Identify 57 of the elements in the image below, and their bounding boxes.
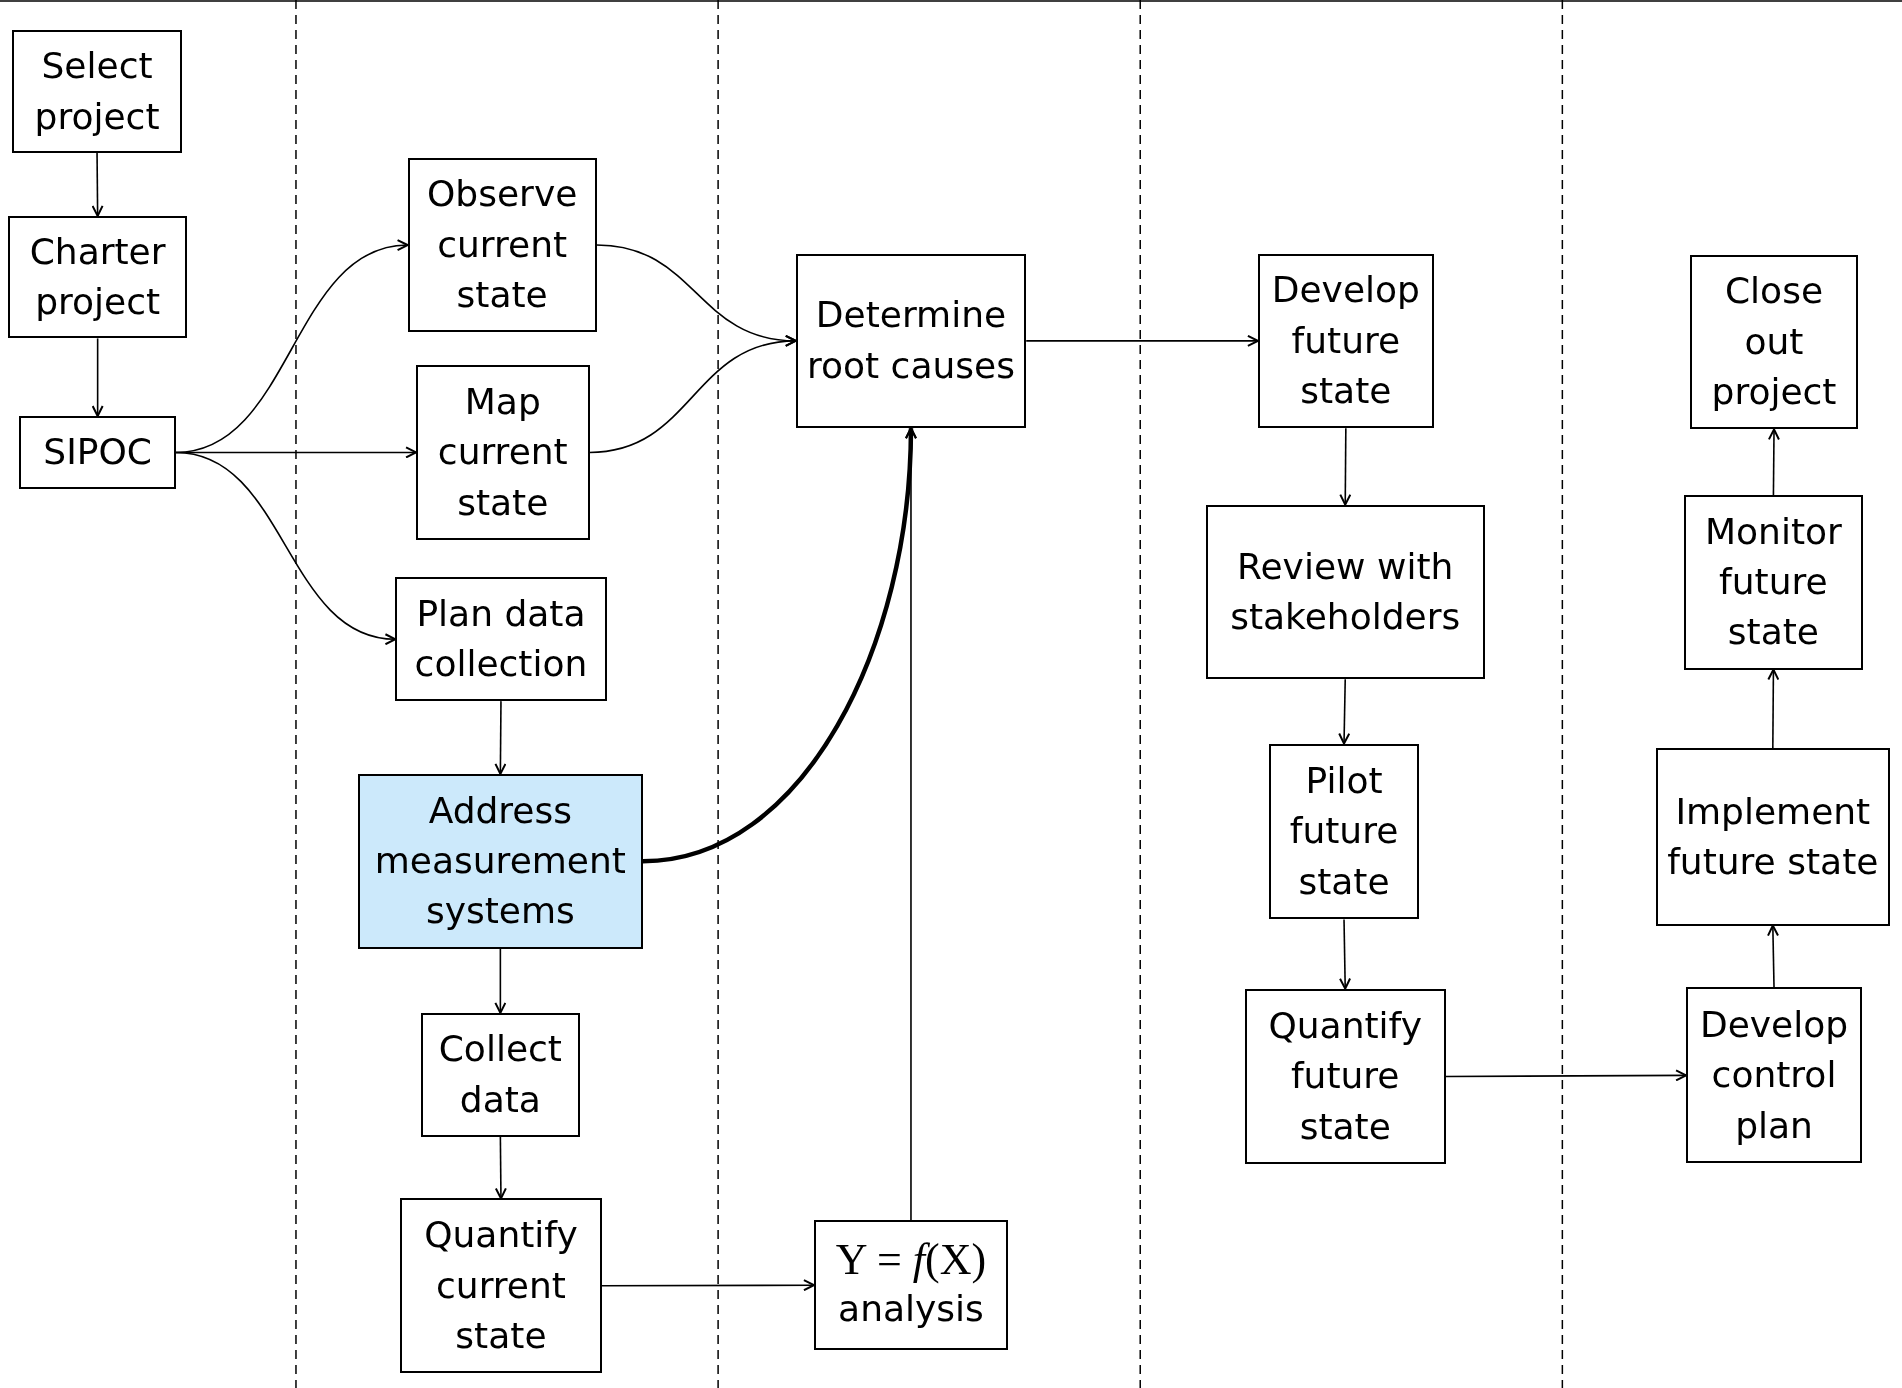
arrow [494,700,507,775]
box-label: Y = f(X) [835,1235,987,1285]
process-box [1244,988,1446,1165]
process-box [420,1012,580,1137]
arrow [1767,428,1780,496]
box-label: Address measurement systems [373,788,627,934]
process-box [1257,253,1434,429]
arrow [91,337,104,418]
box-label: Observe current state [426,172,579,318]
box-label: Pilot future state [1288,758,1400,904]
box-label: Review with stakeholders [1229,544,1462,639]
box-label: Select project [33,44,161,139]
process-box [1689,254,1859,430]
box-label: Develop control plan [1698,1002,1850,1148]
box-label: Map current state [436,379,569,525]
process-box [8,215,187,339]
arrow [91,152,104,217]
arrow [1025,334,1259,347]
box-label: Monitor future state [1704,509,1843,655]
process-box [813,1220,1008,1351]
arrow [1339,427,1352,506]
box-label: Plan data collection [413,591,589,687]
arrow [600,1279,815,1292]
arrow [904,427,917,1222]
process-box [795,253,1027,429]
process-box [1655,748,1890,926]
arrow [175,451,397,644]
arrow [1339,918,1352,990]
arrow [494,947,507,1014]
box-label: SIPOC [43,430,152,475]
process-box [19,416,176,489]
process-box [12,30,182,153]
arrow [1338,678,1351,745]
arrow [1445,1069,1688,1082]
box-label: Implement future state [1666,789,1880,884]
box-label: Quantify current state [423,1213,579,1358]
process-box [416,365,590,540]
process-box [1268,743,1420,920]
box-label: Quantify future state [1267,1003,1423,1149]
process-box [1205,504,1485,680]
process-box [1686,987,1862,1164]
arrow [1767,924,1779,989]
arrow [175,240,409,454]
box-label: Charter project [28,229,167,325]
arrow [1767,668,1780,750]
process-box [357,773,643,949]
box-label: analysis [838,1287,984,1332]
arrow [588,335,797,454]
process-box [407,157,597,333]
box-label: Collect data [437,1027,563,1122]
box-label: Close out project [1710,269,1838,415]
process-box [400,1198,602,1374]
box-label: Develop future state [1270,268,1421,414]
process-box [395,577,607,702]
process-box [1683,494,1864,670]
arrow [494,1135,507,1200]
box-label: Determine root causes [806,293,1016,388]
